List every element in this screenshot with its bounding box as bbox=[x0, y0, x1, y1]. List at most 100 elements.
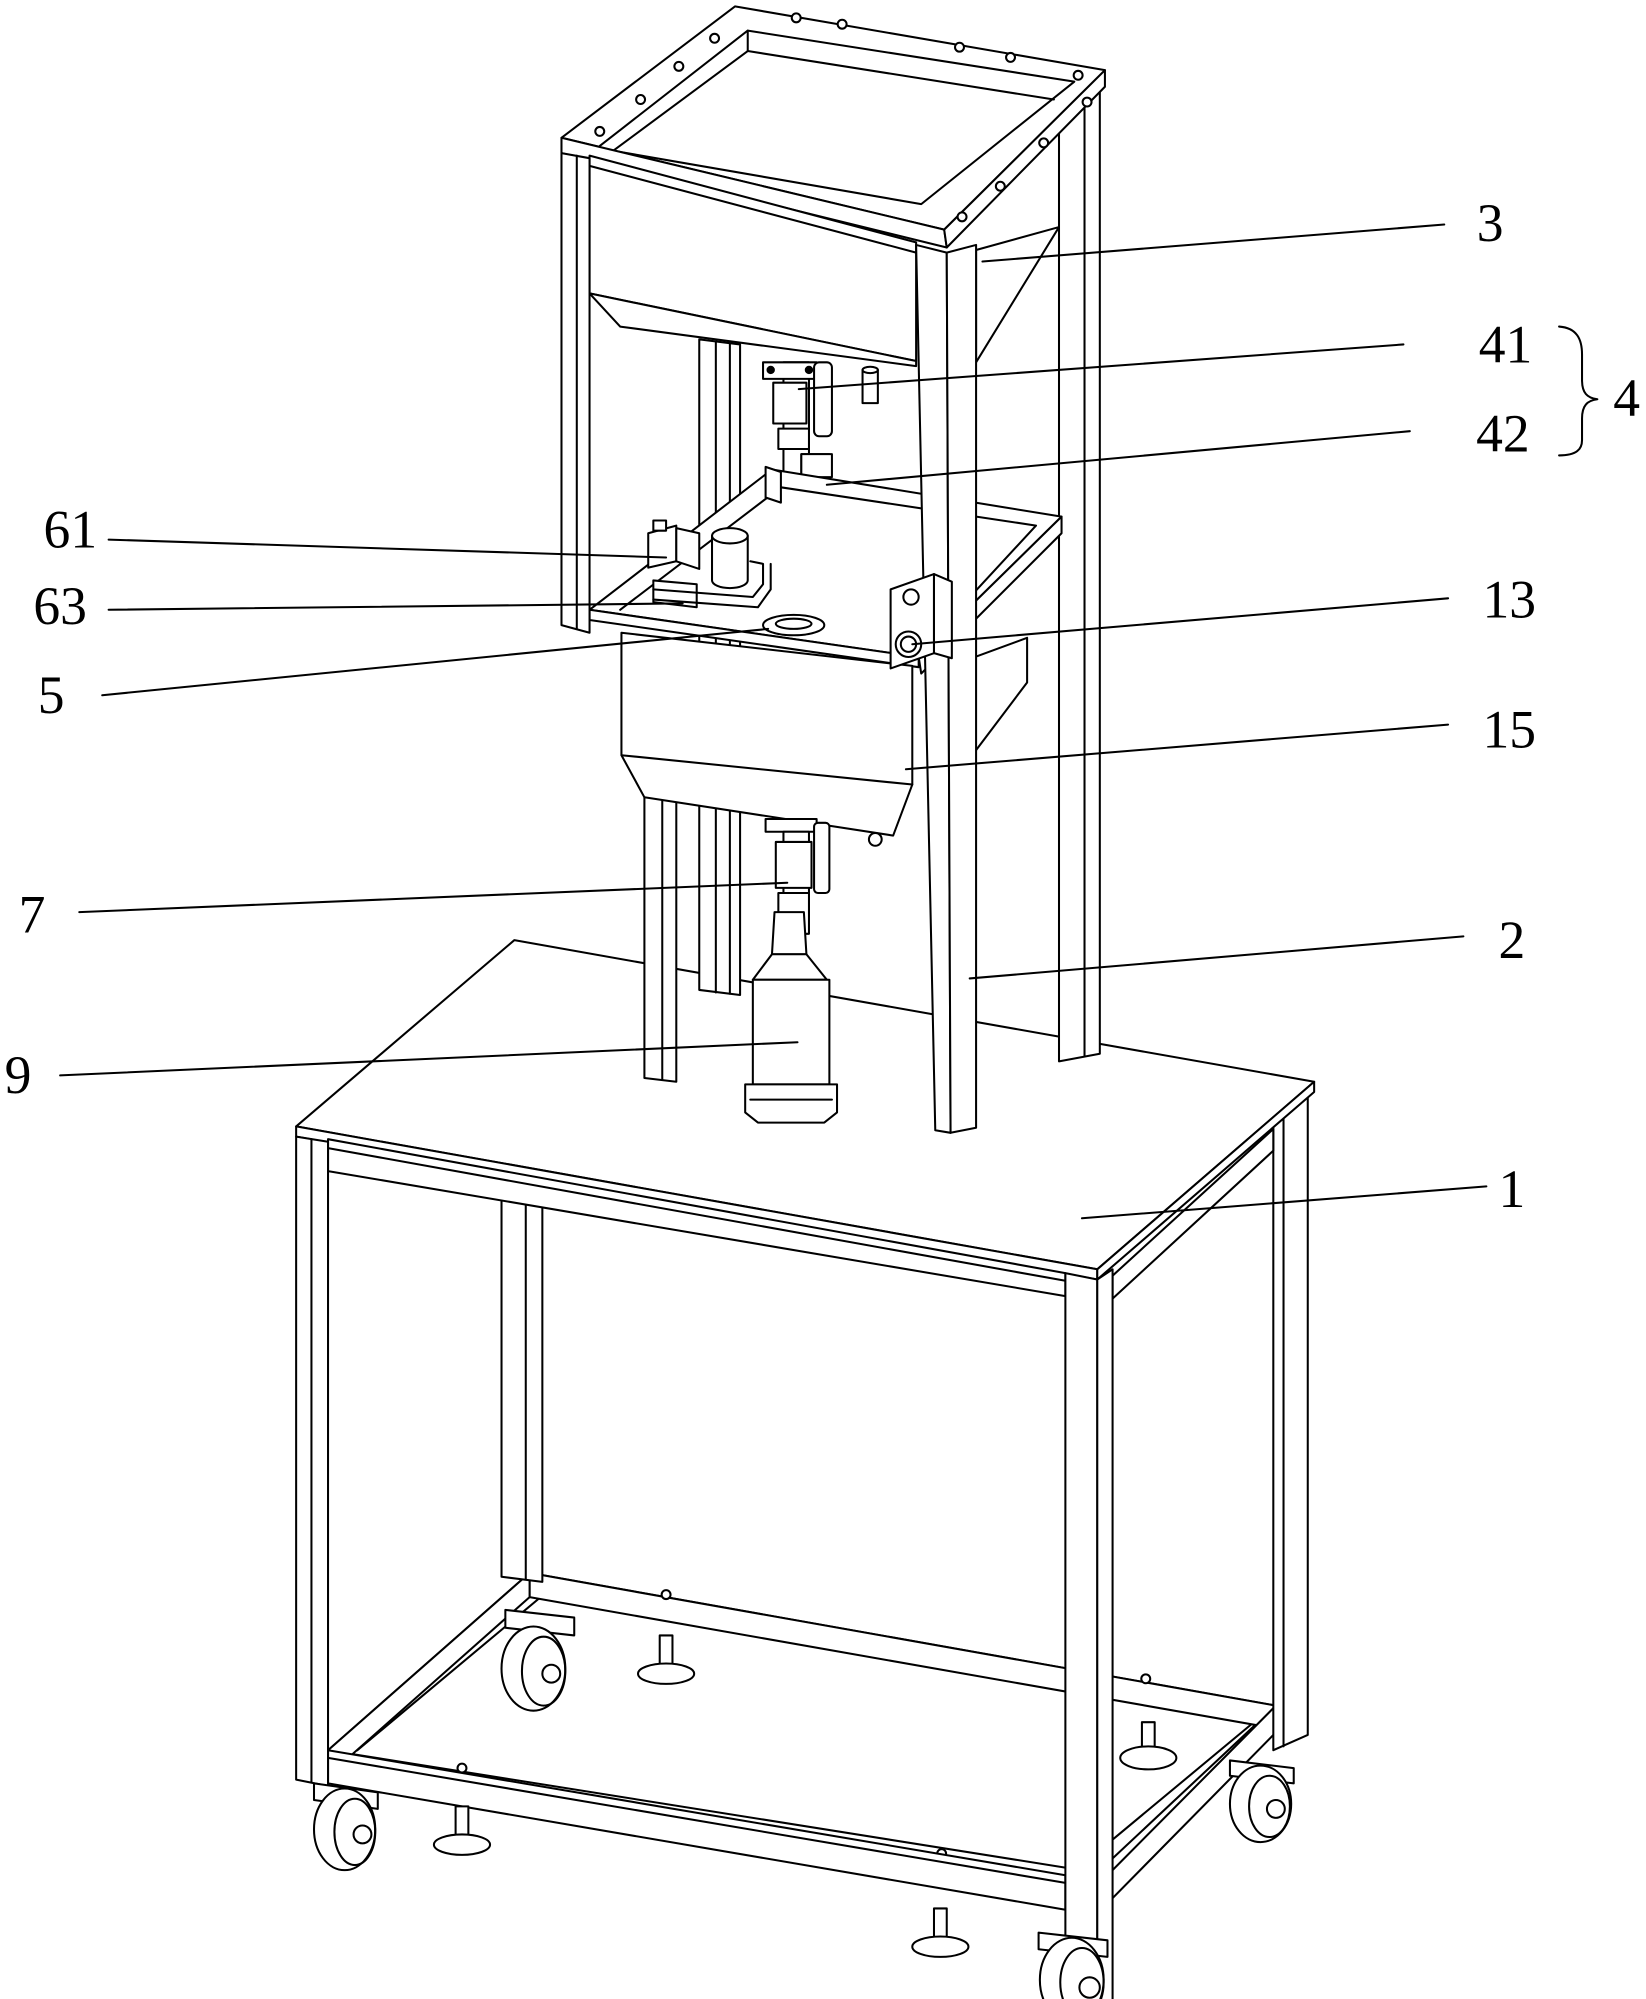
lower-bracket bbox=[813, 821, 831, 895]
reference-numeral-3: 3 bbox=[1477, 193, 1504, 253]
rim-bolt-hole bbox=[1005, 51, 1017, 63]
valve-61-body bbox=[647, 524, 678, 569]
leader-line-7 bbox=[78, 881, 789, 914]
rim-bolt-hole bbox=[594, 125, 606, 137]
table-front-apron-edge bbox=[327, 1147, 1067, 1282]
leader-line-1 bbox=[1080, 1185, 1488, 1220]
reference-numeral-61: 61 bbox=[44, 499, 98, 559]
table-back-left-leg bbox=[500, 1198, 544, 1583]
rim-bolt-hole bbox=[790, 12, 802, 24]
group-brace bbox=[1558, 325, 1599, 457]
reference-numeral-1: 1 bbox=[1498, 1159, 1525, 1219]
plate-bracket bbox=[764, 465, 782, 504]
leader-line-5 bbox=[101, 627, 770, 697]
rim-bolt-hole bbox=[1081, 96, 1093, 108]
table-top-right-edge bbox=[1096, 1080, 1316, 1281]
bracket-41-cylinder bbox=[861, 368, 879, 405]
front-left-caster-hub bbox=[352, 1824, 373, 1845]
hopper bbox=[560, 5, 1106, 368]
frame-lower-left-post bbox=[643, 787, 678, 1083]
back-right-foot-pad bbox=[1119, 1745, 1178, 1771]
motor-cylinder bbox=[710, 534, 749, 590]
front-right-caster-hub bbox=[1078, 1976, 1101, 1999]
leader-line-13 bbox=[911, 597, 1450, 646]
leader-line-9 bbox=[59, 1041, 799, 1077]
table-front-right-leg-side bbox=[1096, 1268, 1114, 1999]
reference-numerals: 3 41 42 4 61 63 13 5 15 7 2 9 1 bbox=[5, 193, 1640, 1219]
upper-frame-front bbox=[560, 152, 978, 1134]
reference-numeral-15: 15 bbox=[1483, 700, 1537, 760]
bracket-42-top bbox=[800, 453, 833, 479]
lower-coupling bbox=[764, 817, 818, 833]
shelf-bolt bbox=[1140, 1673, 1152, 1685]
hopper-rim-right-edge bbox=[943, 69, 1106, 249]
leader-line-42 bbox=[825, 430, 1411, 486]
pipe-63 bbox=[652, 560, 765, 599]
indicator-light bbox=[902, 588, 920, 606]
reference-numeral-9: 9 bbox=[5, 1045, 32, 1105]
rim-bolt-hole bbox=[709, 32, 721, 44]
front-left-foot-stem bbox=[454, 1805, 470, 1839]
rim-bolt-hole bbox=[635, 94, 647, 105]
disc-5 bbox=[762, 613, 826, 637]
front-right-foot-pad bbox=[911, 1935, 970, 1958]
front-left-foot-pad bbox=[432, 1833, 492, 1856]
upper-shaft-block-1 bbox=[772, 381, 808, 425]
reference-numeral-63: 63 bbox=[33, 576, 87, 636]
back-left-foot-stem bbox=[658, 1634, 674, 1668]
motor-cylinder-top bbox=[710, 527, 749, 545]
rim-bolt-hole bbox=[836, 18, 848, 30]
reference-numeral-4: 4 bbox=[1613, 368, 1640, 428]
coupling-bolt bbox=[766, 365, 775, 375]
bottle bbox=[744, 911, 839, 1124]
tank-bevel-edge bbox=[620, 754, 914, 786]
bracket-41-cylinder-top bbox=[861, 365, 879, 375]
rim-bolt-hole bbox=[1038, 137, 1050, 149]
rim-bolt-hole bbox=[954, 41, 965, 53]
bottle-neck bbox=[770, 911, 808, 956]
back-left-caster-tread bbox=[520, 1635, 567, 1707]
back-left-caster-hub bbox=[541, 1663, 562, 1684]
hopper-right-face bbox=[975, 226, 1061, 364]
valve-61-head bbox=[675, 527, 701, 570]
back-right-caster-hub bbox=[1265, 1798, 1286, 1819]
front-right-caster-tread bbox=[1059, 1946, 1105, 1999]
bottle-body bbox=[751, 978, 831, 1086]
leader-line-41 bbox=[797, 343, 1405, 391]
shelf-bolt bbox=[456, 1762, 468, 1774]
hopper-front-lip bbox=[588, 164, 918, 254]
disc-5-inner bbox=[774, 617, 813, 630]
bottle-shoulder bbox=[751, 953, 828, 981]
front-right-foot-stem bbox=[932, 1907, 948, 1941]
front-left-caster-tread bbox=[333, 1797, 377, 1867]
middle-plate-inner-rim bbox=[619, 486, 1038, 629]
control-box bbox=[889, 573, 953, 670]
upper-shaft-block-2 bbox=[777, 427, 810, 451]
leader-lines bbox=[59, 223, 1599, 1220]
control-box-side bbox=[932, 573, 953, 660]
valve-61-tab bbox=[652, 519, 668, 532]
reference-numeral-42: 42 bbox=[1476, 404, 1530, 464]
reference-numeral-7: 7 bbox=[19, 885, 46, 945]
reference-numeral-2: 2 bbox=[1498, 910, 1525, 970]
lower-shaft-block-1 bbox=[774, 840, 813, 889]
leader-line-61 bbox=[107, 538, 668, 559]
leader-line-63 bbox=[107, 602, 684, 611]
bottom-shelf bbox=[327, 1571, 1277, 1874]
table-back-right-leg bbox=[1272, 1090, 1309, 1752]
hopper-funnel-bevel bbox=[588, 292, 918, 368]
leader-line-3 bbox=[981, 223, 1446, 263]
leader-line-2 bbox=[968, 935, 1465, 980]
reference-numeral-41: 41 bbox=[1479, 314, 1533, 374]
frame-back-right-post bbox=[1057, 78, 1101, 1063]
tank-drain-fitting bbox=[867, 832, 883, 847]
shelf-bolt bbox=[660, 1589, 672, 1601]
reference-numeral-5: 5 bbox=[38, 665, 65, 725]
back-right-caster-wheel bbox=[1228, 1764, 1293, 1844]
rim-bolt-hole bbox=[673, 60, 685, 72]
reference-numeral-13: 13 bbox=[1483, 569, 1537, 629]
rim-bolt-hole bbox=[1072, 69, 1084, 81]
bracket-41 bbox=[813, 361, 833, 438]
leader-line-15 bbox=[904, 723, 1450, 771]
